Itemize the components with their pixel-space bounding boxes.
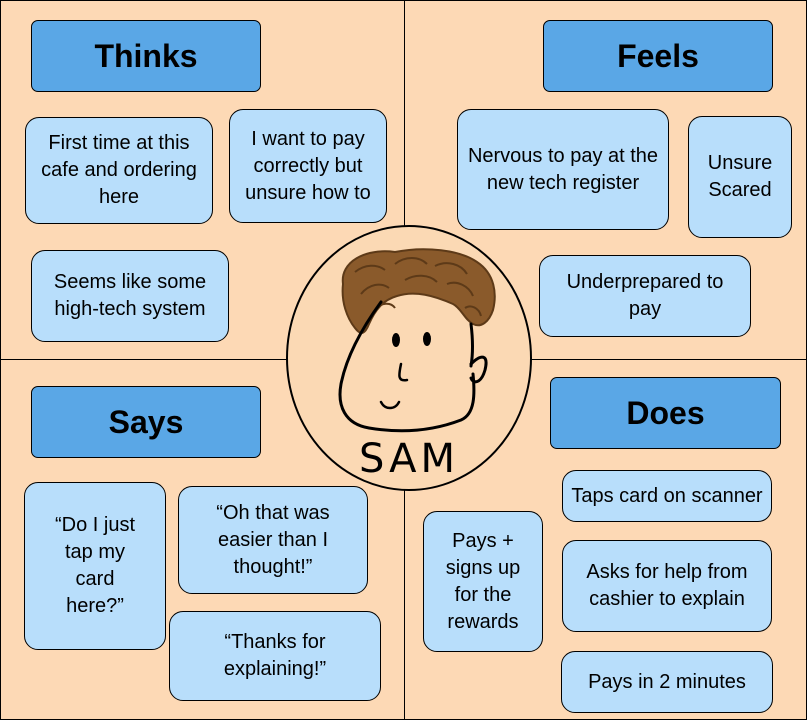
thinks-note-pay-correctly: I want to pay correctly but unsure how t… [229,109,387,223]
feels-header: Feels [543,20,773,92]
thinks-note-first-time: First time at this cafe and ordering her… [25,117,213,224]
thinks-note-high-tech: Seems like some high-tech system [31,250,229,342]
does-header: Does [550,377,781,449]
does-note-rewards: Pays + signs up for the rewards [423,511,543,652]
does-note-asks-help: Asks for help from cashier to explain [562,540,772,632]
does-note-two-minutes: Pays in 2 minutes [561,651,773,713]
feels-note-unsure-scared: Unsure Scared [688,116,792,238]
persona-name: SAM [358,436,459,482]
persona-face-icon [286,225,532,491]
says-note-thanks: “Thanks for explaining!” [169,611,381,701]
hair-icon [341,248,496,334]
feels-note-nervous: Nervous to pay at the new tech register [457,109,669,230]
thinks-header: Thinks [31,20,261,92]
says-header: Says [31,386,261,458]
persona-avatar: SAM [285,224,533,492]
says-note-tap-card: “Do I just tap my card here?” [24,482,166,650]
says-note-easier: “Oh that was easier than I thought!” [178,486,368,594]
does-note-taps-card: Taps card on scanner [562,470,772,522]
feels-note-underprepared: Underprepared to pay [539,255,751,337]
